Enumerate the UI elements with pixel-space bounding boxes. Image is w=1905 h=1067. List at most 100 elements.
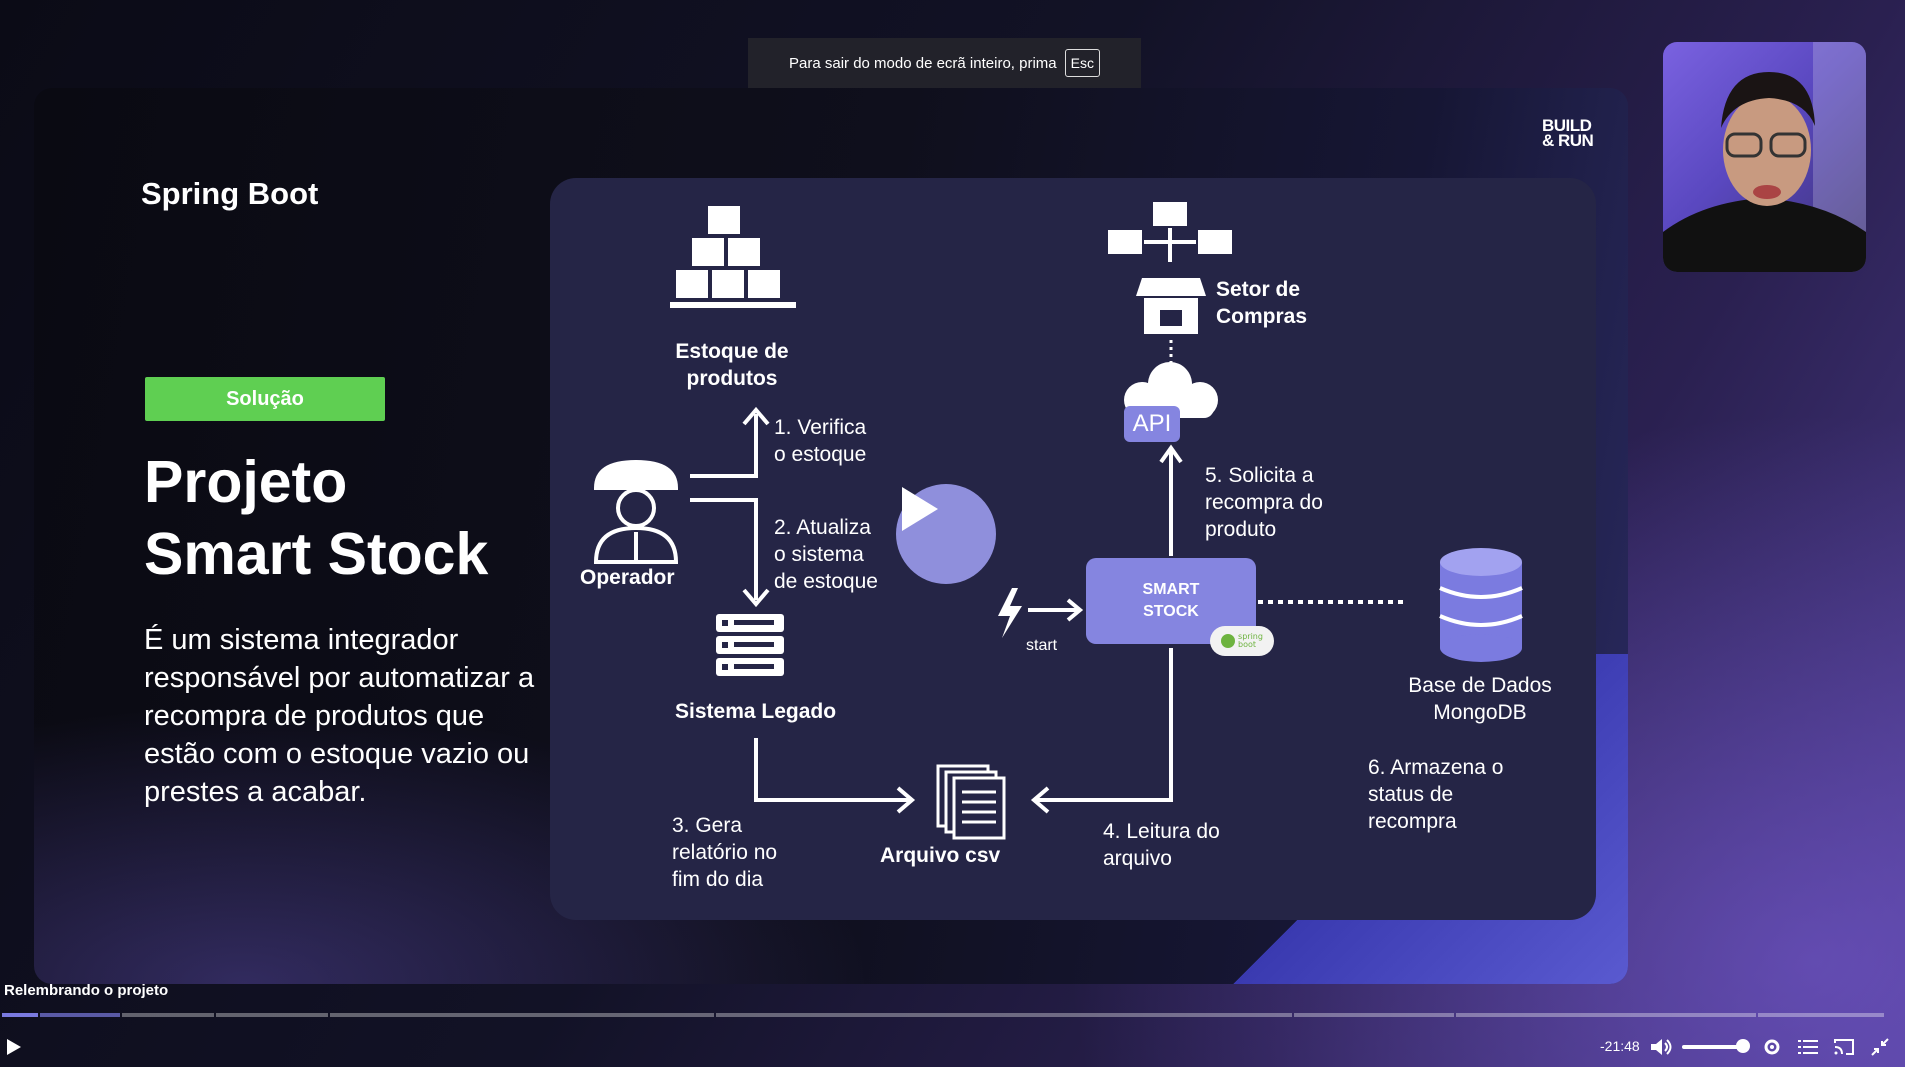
play-icon: [902, 487, 938, 531]
player-controls: -21:48: [0, 1032, 1905, 1062]
mongodb-database-icon: [1439, 548, 1523, 662]
speaker-icon: [1651, 1039, 1672, 1055]
estoque-label-line-2: produtos: [686, 367, 778, 390]
brand-line-2: & RUN: [1542, 131, 1594, 150]
start-label: start: [1026, 637, 1058, 654]
presenter-avatar-icon: [1663, 42, 1866, 272]
progress-segment: [1758, 1013, 1884, 1017]
estoque-label-line-1: Estoque de: [675, 340, 789, 363]
play-icon: [7, 1039, 21, 1055]
exit-fullscreen-icon: [1871, 1038, 1889, 1056]
fullscreen-toast-text: Para sair do modo de ecrã inteiro, prima: [789, 54, 1057, 72]
database-label: Base de Dados MongoDB: [1400, 672, 1560, 726]
slide-title-line-1: Projeto: [144, 449, 348, 515]
cast-button[interactable]: [1832, 1032, 1856, 1062]
arquivo-csv-label: Arquivo csv: [880, 844, 1001, 867]
step-4-line-2: arquivo: [1103, 847, 1172, 870]
spring-badge-line-2: boot: [1238, 640, 1257, 649]
cast-icon: [1834, 1039, 1854, 1055]
spring-boot-badge: spring boot: [1210, 626, 1274, 656]
spring-badge-text: spring boot: [1238, 633, 1263, 649]
step-3-line-2: relatório no: [672, 841, 778, 864]
shop-store-icon: [1136, 278, 1206, 334]
step-3-line-3: fim do dia: [672, 868, 764, 891]
progress-segment: [716, 1013, 1292, 1017]
smart-to-api-arrow: [1159, 444, 1183, 556]
settings-button[interactable]: [1760, 1032, 1784, 1062]
setor-line-2: Compras: [1216, 305, 1308, 328]
exit-fullscreen-button[interactable]: [1868, 1032, 1892, 1062]
step-2-line-1: 2. Atualiza: [774, 516, 871, 539]
list-icon: [1798, 1040, 1818, 1054]
purchase-network-icon: [1108, 202, 1232, 262]
progress-segment: [1456, 1013, 1756, 1017]
step-6-line-1: 6. Armazena o: [1368, 756, 1504, 779]
setor-line-1: Setor de: [1216, 278, 1301, 301]
api-badge: API: [1124, 406, 1180, 442]
boxes-stack-icon: [670, 206, 796, 308]
sistema-legado-label: Sistema Legado: [675, 700, 837, 723]
step-2-label: 2. Atualiza o sistema de estoque: [774, 514, 878, 595]
play-button[interactable]: [2, 1032, 26, 1062]
volume-slider-track[interactable]: [1682, 1045, 1744, 1049]
step-6-line-3: recompra: [1368, 810, 1457, 833]
slide-title: Projeto Smart Stock: [144, 446, 488, 590]
gear-icon: [1764, 1039, 1780, 1055]
progress-played-segment: [2, 1013, 38, 1017]
step-6-label: 6. Armazena o status de recompra: [1368, 754, 1503, 835]
slide-title-line-2: Smart Stock: [144, 521, 489, 587]
operador-label: Operador: [580, 566, 675, 589]
step-4-label: 4. Leitura do arquivo: [1103, 818, 1220, 872]
step-5-line-1: 5. Solicita a: [1205, 464, 1314, 487]
step-1-line-2: o estoque: [774, 443, 867, 466]
solution-badge: Solução: [145, 377, 385, 421]
smart-stock-line-2: STOCK: [1143, 603, 1199, 620]
webcam-presenter-overlay: [1663, 42, 1866, 272]
progress-segment: [122, 1013, 214, 1017]
brand-logo: BUILD & RUN: [1542, 116, 1594, 150]
step-2-line-2: o sistema: [774, 543, 864, 566]
slide-description: É um sistema integrador responsável por …: [144, 624, 535, 808]
start-lightning-icon: [998, 588, 1022, 638]
step-6-line-2: status de: [1368, 783, 1454, 806]
brand-line-1: BUILD: [1542, 116, 1592, 135]
video-title: Relembrando o projeto: [4, 982, 169, 999]
step-2-line-3: de estoque: [774, 570, 878, 593]
fullscreen-exit-toast: Para sair do modo de ecrã inteiro, prima…: [748, 38, 1141, 88]
volume-slider-handle[interactable]: [1736, 1039, 1750, 1053]
slide-subtitle: Spring Boot: [141, 176, 319, 211]
step-3-label: 3. Gera relatório no fim do dia: [672, 812, 777, 893]
database-line-1: Base de Dados: [1408, 674, 1552, 697]
step-4-line-1: 4. Leitura do: [1103, 820, 1220, 843]
step-3-line-1: 3. Gera: [672, 814, 743, 837]
volume-button[interactable]: [1648, 1032, 1674, 1062]
presentation-slide: BUILD & RUN Spring Boot Solução Projeto …: [34, 88, 1628, 984]
progress-segment: [330, 1013, 714, 1017]
legacy-to-csv-arrow: [754, 738, 916, 814]
progress-segment: [40, 1013, 120, 1017]
smart-stock-line-1: SMART: [1142, 581, 1200, 598]
step-1-line-1: 1. Verifica: [774, 416, 867, 439]
video-progress-bar[interactable]: [2, 1013, 1892, 1017]
legacy-server-icon: [716, 614, 784, 676]
spring-leaf-icon: [1221, 634, 1236, 648]
database-line-2: MongoDB: [1433, 701, 1527, 724]
progress-segment: [216, 1013, 328, 1017]
architecture-diagram: Estoque de produtos Operador 1. Verifica…: [550, 178, 1596, 920]
estoque-label: Estoque de produtos: [662, 338, 802, 392]
esc-key-hint: Esc: [1064, 49, 1100, 77]
step-5-line-3: produto: [1205, 518, 1277, 541]
csv-files-icon: [936, 764, 1006, 840]
spring-badge-line-1: spring: [1238, 632, 1263, 641]
setor-compras-label: Setor de Compras: [1216, 276, 1307, 330]
operator-worker-icon: [593, 459, 679, 564]
progress-segment: [1294, 1013, 1454, 1017]
time-remaining: -21:48: [1600, 1038, 1640, 1054]
step-5-label: 5. Solicita a recompra do produto: [1205, 462, 1323, 543]
operator-arrows: [690, 406, 770, 608]
smart-to-csv-arrow: [1030, 648, 1173, 814]
video-play-overlay-button[interactable]: [896, 484, 996, 584]
chapters-list-button[interactable]: [1796, 1032, 1820, 1062]
step-5-line-2: recompra do: [1205, 491, 1323, 514]
start-arrow: [1028, 598, 1084, 622]
